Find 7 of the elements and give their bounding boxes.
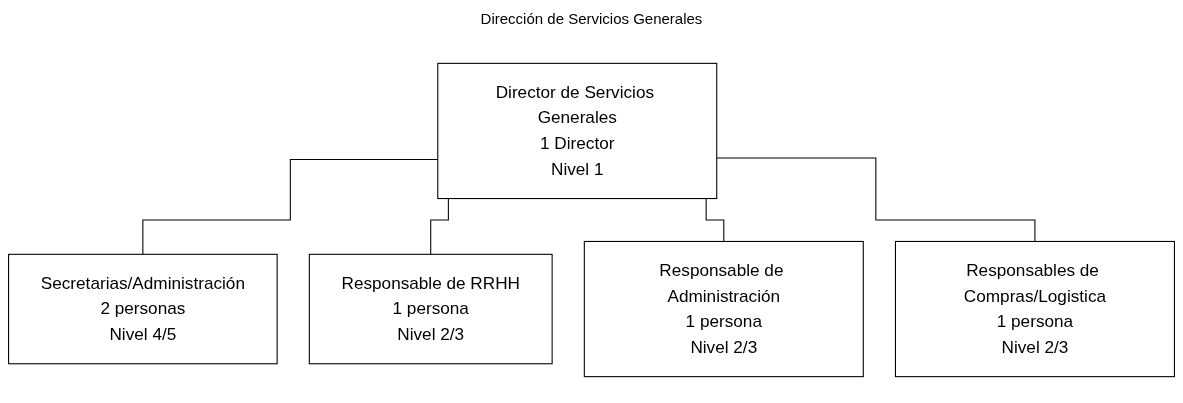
node-box: Responsable de RRHH 1 persona Nivel 2/3 [308,253,553,365]
node-box: Responsable de Administración 1 persona Nivel 2/3 [583,240,864,378]
node-box: Responsables de Compras/Logistica 1 persona Nivel 2/3 [894,240,1175,378]
node-box: Director de Servicios Generales 1 Director Nivel 1 [437,62,718,200]
connector [716,157,1036,242]
chart-title: Dirección de Servicios Generales [480,10,703,27]
node-box: Secretarias/Administración 2 personas Nivel 4/5 [8,253,278,365]
